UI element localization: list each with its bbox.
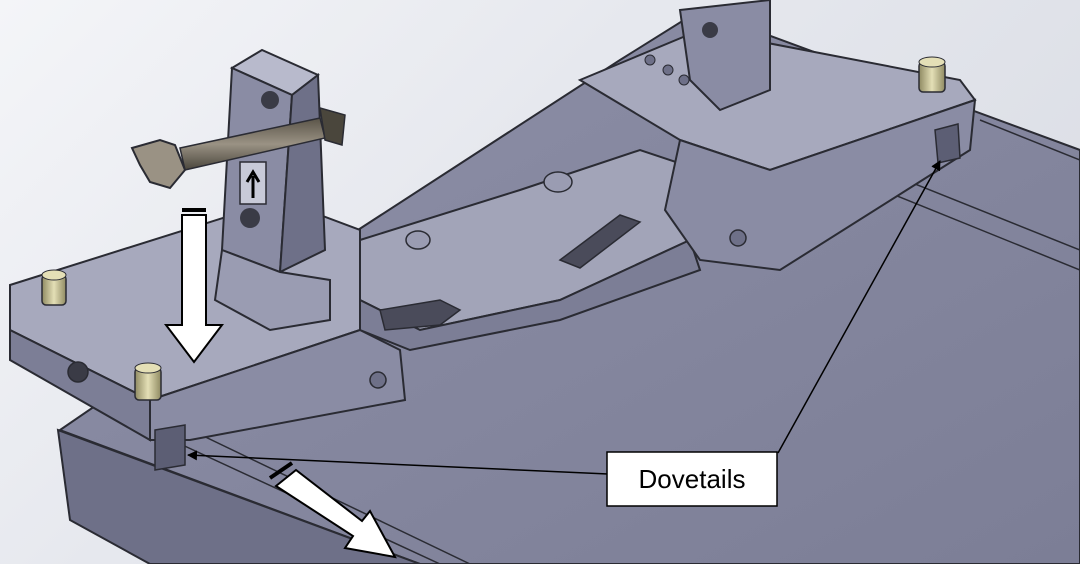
dovetails-label: Dovetails xyxy=(639,464,746,494)
leader-line-left-dovetail xyxy=(187,450,609,475)
downward-motion-arrow xyxy=(163,208,225,364)
knurled-knob-left-front xyxy=(134,362,162,401)
arched-bridge xyxy=(359,148,702,352)
knurled-knob-left-back xyxy=(41,269,67,306)
right-clamp-block xyxy=(577,0,977,272)
dovetails-callout: Dovetails xyxy=(606,451,778,507)
adjustment-screw xyxy=(130,106,346,190)
sliding-motion-arrow xyxy=(268,461,397,559)
leader-line-right-dovetail xyxy=(777,160,941,454)
left-upright-post xyxy=(213,48,331,332)
knurled-knob-right xyxy=(918,56,946,93)
